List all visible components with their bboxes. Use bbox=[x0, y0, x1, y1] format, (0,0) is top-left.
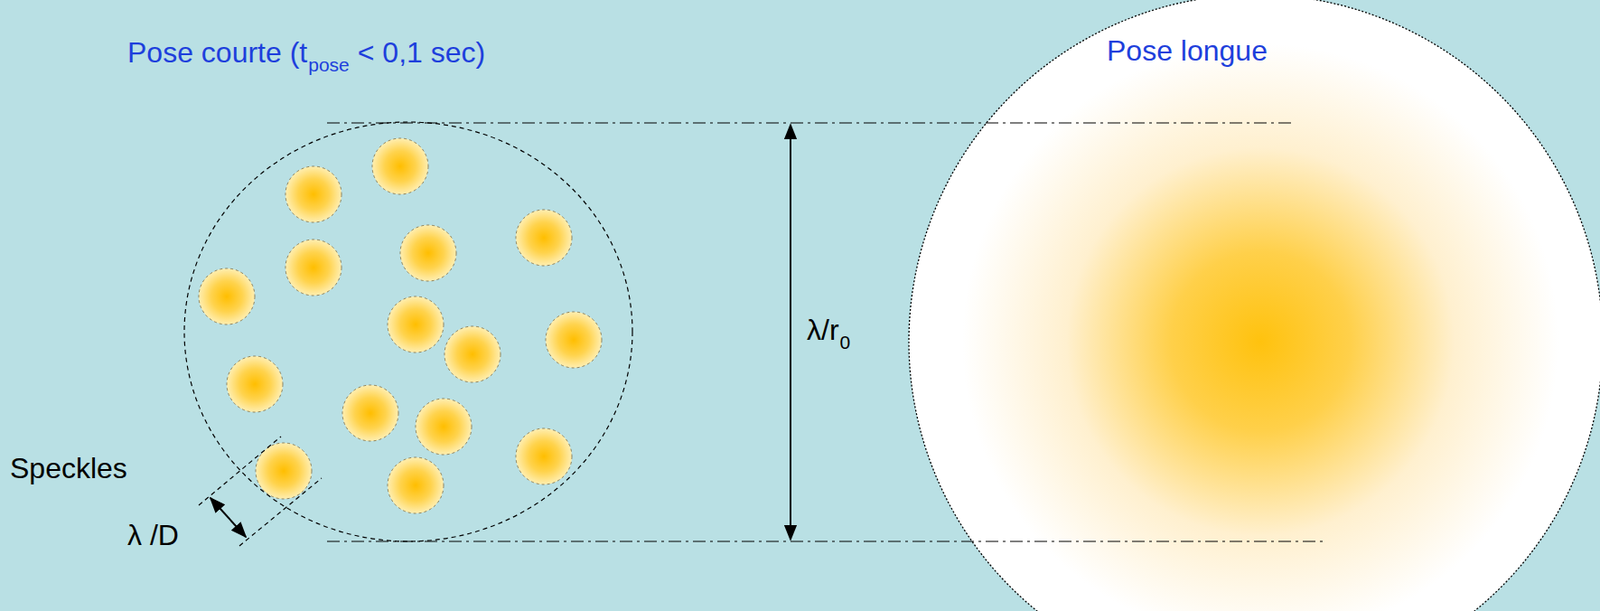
reference-line bbox=[327, 121, 1292, 123]
speckle bbox=[415, 398, 472, 455]
dimension-arrow bbox=[789, 124, 792, 540]
size-mark-line bbox=[198, 436, 281, 506]
panel-title: Pose longue bbox=[1106, 34, 1268, 68]
size-mark-line bbox=[239, 477, 322, 546]
speckle bbox=[515, 209, 572, 266]
speckle bbox=[342, 384, 399, 441]
speckle bbox=[400, 224, 457, 281]
size-arrow bbox=[210, 497, 246, 537]
speckle bbox=[226, 355, 283, 412]
panel-title: Pose courte (t bbox=[127, 36, 308, 70]
dimension-label: λ/r bbox=[806, 313, 840, 347]
reference-line bbox=[327, 540, 1327, 542]
speckle bbox=[387, 296, 444, 353]
speckle bbox=[387, 457, 444, 514]
speckle bbox=[444, 326, 501, 383]
long-exposure-halo bbox=[908, 0, 1600, 611]
speckle bbox=[285, 239, 342, 296]
dimension-label: λ /D bbox=[127, 518, 179, 553]
speckle bbox=[545, 311, 602, 368]
seeing-disc bbox=[184, 121, 633, 542]
speckle bbox=[198, 268, 255, 325]
speckle bbox=[372, 138, 429, 195]
subscript: 0 bbox=[840, 331, 852, 354]
speckles bbox=[198, 138, 602, 514]
callout-label: Speckles bbox=[9, 451, 128, 486]
subscript: pose bbox=[308, 54, 350, 76]
panel-title: < 0,1 sec) bbox=[357, 36, 486, 70]
speckle bbox=[285, 166, 342, 223]
speckle bbox=[515, 428, 572, 485]
